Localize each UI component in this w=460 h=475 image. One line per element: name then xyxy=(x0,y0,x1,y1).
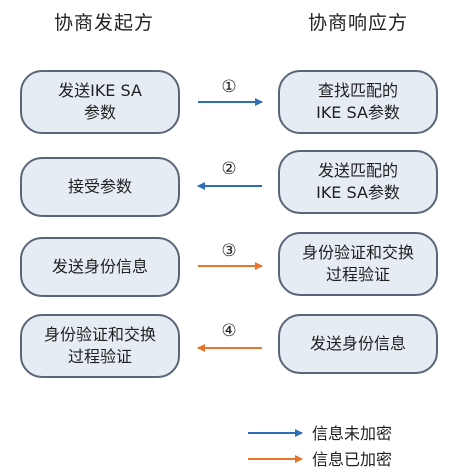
responder-column-title: 协商响应方 xyxy=(307,12,408,34)
step-3-responder-box: 身份验证和交换 过程验证 xyxy=(278,232,438,296)
legend-encrypted-label: 信息已加密 xyxy=(312,450,392,469)
step-4-initiator-box: 身份验证和交换 过程验证 xyxy=(20,314,180,378)
legend: 信息未加密 信息已加密 xyxy=(248,424,392,469)
step-2-initiator-box: 接受参数 xyxy=(20,157,180,217)
step-1-responder-box: 查找匹配的 IKE SA参数 xyxy=(278,70,438,134)
step-1-number: ① xyxy=(221,77,236,97)
step-2-number: ② xyxy=(221,159,236,179)
step-2-responder-box: 发送匹配的 IKE SA参数 xyxy=(278,150,438,214)
step-1-initiator-box: 发送IKE SA 参数 xyxy=(20,70,180,134)
initiator-column-title: 协商发起方 xyxy=(53,12,154,34)
legend-unencrypted-label: 信息未加密 xyxy=(312,424,392,443)
step-3-number: ③ xyxy=(221,241,236,261)
step-4-number: ④ xyxy=(221,321,236,341)
step-3-initiator-box: 发送身份信息 xyxy=(20,237,180,297)
step-4-responder-box: 发送身份信息 xyxy=(278,314,438,374)
